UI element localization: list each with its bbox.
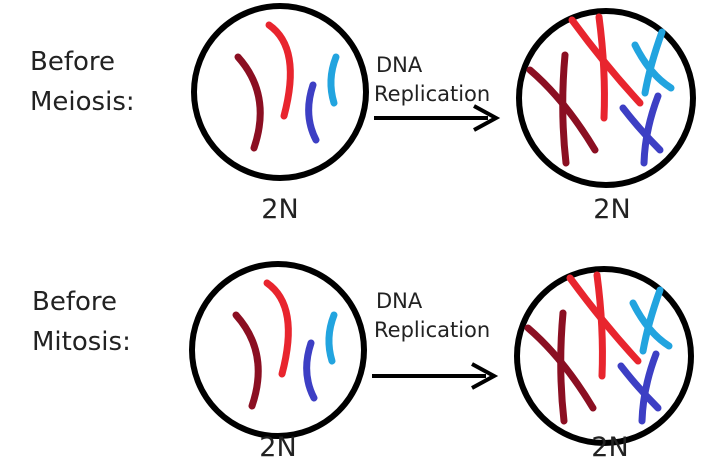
cell-after-replication [517,269,691,443]
cell-after-replication [519,11,693,185]
arrow-label-line1: DNA [376,53,423,77]
right-ploidy: 2N [591,432,628,463]
replication-arrow-icon [370,362,496,390]
mitosis-row: Before Mitosis: DNA Replication 2N 2N [32,264,691,463]
arrow-label-line2: Replication [374,82,490,106]
right-ploidy: 2N [593,194,630,225]
meiosis-row: Before Meiosis: DNA Replication 2N 2N [30,6,693,225]
row-label-line2: Meiosis: [30,87,135,117]
cell-before-replication [192,264,364,436]
left-ploidy: 2N [259,432,296,463]
arrow-label-line1: DNA [376,289,423,313]
left-ploidy: 2N [261,194,298,225]
replication-arrow-icon [372,104,498,132]
row-label-line1: Before [30,47,115,77]
arrow-label-line2: Replication [374,318,490,342]
row-label-line1: Before [32,287,117,317]
row-label-line2: Mitosis: [32,327,131,357]
cell-before-replication [194,6,366,178]
